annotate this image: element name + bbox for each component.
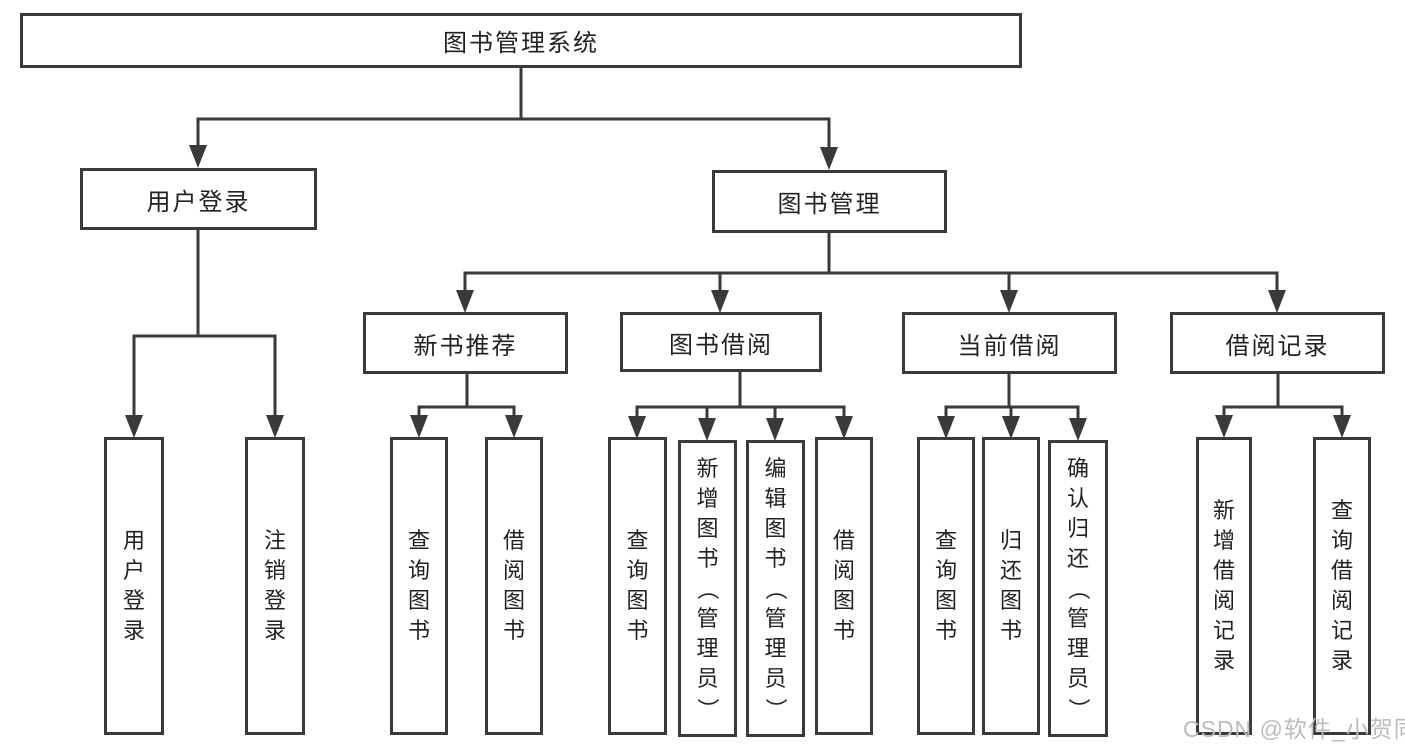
watermark: CSDN @软件_小贺同学	[1183, 716, 1405, 742]
node-leaf-newbook-query: 查询图书	[390, 437, 448, 735]
node-leaf-logout: 注销登录	[245, 437, 305, 735]
node-leaf-records-add: 新增借阅记录	[1196, 437, 1252, 735]
node-leaf-borrow-edit-admin: 编辑图书（管理员）	[746, 440, 805, 737]
node-leaf-borrow-borrow: 借阅图书	[815, 437, 873, 735]
arrowheads	[125, 145, 1351, 441]
node-current-borrow: 当前借阅	[902, 312, 1117, 374]
node-leaf-records-query: 查询借阅记录	[1313, 437, 1371, 735]
node-user-login: 用户登录	[80, 168, 317, 230]
node-leaf-current-confirm-admin: 确认归还（管理员）	[1048, 440, 1108, 737]
node-leaf-borrow-query: 查询图书	[608, 437, 667, 735]
node-root: 图书管理系统	[20, 13, 1022, 68]
node-book-management: 图书管理	[712, 170, 947, 233]
node-leaf-newbook-borrow: 借阅图书	[485, 437, 543, 735]
node-leaf-current-return: 归还图书	[982, 437, 1040, 735]
node-leaf-current-query: 查询图书	[917, 437, 975, 735]
node-leaf-user-login: 用户登录	[104, 437, 164, 735]
node-new-book-recommend: 新书推荐	[363, 312, 568, 374]
node-leaf-borrow-add-admin: 新增图书（管理员）	[678, 440, 737, 737]
node-book-borrow: 图书借阅	[620, 312, 822, 372]
node-borrow-records: 借阅记录	[1170, 312, 1385, 374]
